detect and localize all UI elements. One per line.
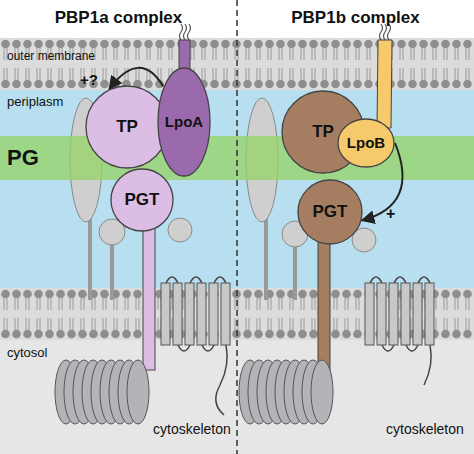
node-text: LpoB [347, 135, 385, 152]
node-text: TP [312, 123, 334, 142]
node-text: LpoA [165, 114, 203, 131]
lpob-protein: LpoB [337, 118, 395, 168]
periplasm-region: periplasmPG [0, 90, 474, 288]
node-shape [158, 68, 210, 176]
node-shape [338, 119, 394, 167]
node-text: TP [116, 118, 138, 137]
node-text: PGT [125, 191, 160, 210]
activation-arrow [109, 68, 163, 89]
structure-label: cytoskeleton [386, 422, 474, 437]
node-text: cytosol [7, 346, 47, 360]
node-text: periplasm [7, 95, 63, 109]
peptidoglycan-layer: PG [0, 136, 474, 180]
panel-title: PBP1b complex [237, 9, 474, 28]
pgt-domain: PGT [110, 168, 174, 232]
node-text: outer membrane [7, 50, 95, 63]
tp-domain: TP [85, 85, 169, 169]
node-text: PGT [313, 203, 348, 222]
lpoa-protein: LpoA [157, 67, 211, 177]
edge-label: +? [80, 72, 98, 89]
structure-label: cytoskeleton [153, 422, 237, 437]
node-shape [111, 169, 173, 231]
edge-label: + [386, 205, 395, 223]
pgt-domain: PGT [297, 179, 363, 245]
outer-membrane-lipids [0, 38, 474, 90]
node-shape [298, 180, 362, 244]
node-text: PG [7, 146, 39, 170]
panel-title: PBP1a complex [0, 9, 237, 28]
node-shape [86, 86, 168, 168]
